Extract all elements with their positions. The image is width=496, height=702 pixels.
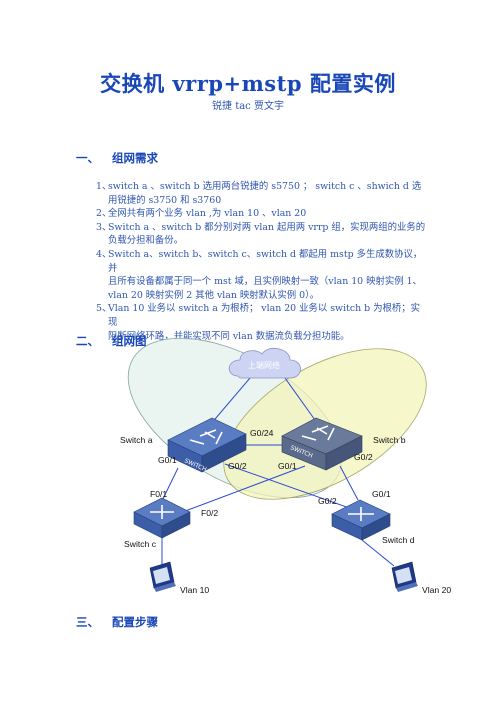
link-b-c xyxy=(179,465,306,514)
requirement-number: 1、 xyxy=(96,181,112,192)
switch-b-icon xyxy=(281,417,363,471)
switch-c-icon xyxy=(133,497,191,539)
section-heading-config: 三、 配置步骤 xyxy=(76,614,158,630)
port-label-b-g02: G0/2 xyxy=(354,452,373,462)
requirement-item: 5、 Vlan 10 业务以 switch a 为根桥； vlan 20 业务以… xyxy=(96,302,426,343)
requirement-line: Vlan 10 业务以 switch a 为根桥； vlan 20 业务以 sw… xyxy=(108,303,420,328)
port-label-b-g01: G0/1 xyxy=(278,461,297,471)
port-label-a-g02: G0/2 xyxy=(228,461,247,471)
port-label-c-f02: F0/2 xyxy=(201,508,218,518)
section-heading-topology: 二、 组网图 xyxy=(76,333,147,349)
requirements-list: 1、 switch a 、switch b 选用两台锐捷的 s5750 ； sw… xyxy=(96,180,426,343)
switch-d-label: Switch d xyxy=(382,535,415,545)
section-heading-requirements: 一、 组网需求 xyxy=(76,150,158,166)
network-links xyxy=(159,377,395,567)
requirement-line: 阻断网络环路，并能实现不同 vlan 数据流负载分担功能。 xyxy=(108,330,350,342)
vlan10-host-label: Vlan 10 xyxy=(180,585,209,595)
requirement-line: 负载分担和备份。 xyxy=(108,235,184,247)
switch-c-label: Switch c xyxy=(124,539,157,549)
port-label-d-g02: G0/2 xyxy=(318,496,337,506)
link-d-host xyxy=(361,539,395,567)
port-label-a-g024: G0/24 xyxy=(250,428,274,438)
requirement-line: 全网共有两个业务 vlan ,为 vlan 10 、vlan 20 xyxy=(108,208,307,220)
page-title: 交换机 vrrp+mstp 配置实例 xyxy=(100,71,396,96)
requirement-text: switch a 、switch b 选用两台锐捷的 s5750 ； switc… xyxy=(108,180,426,207)
requirement-text: Vlan 10 业务以 switch a 为根桥； vlan 20 业务以 sw… xyxy=(108,302,426,343)
requirement-line: Switch a、switch b、switch c、switch d 都起用 … xyxy=(108,248,423,274)
section-title: 组网图 xyxy=(112,334,147,348)
cloud-icon xyxy=(228,347,301,379)
requirement-line: 且所有设备都属于同一个 mst 域，且实例映射一致（vlan 10 映射实例 1… xyxy=(108,276,422,288)
requirement-number: 2、 xyxy=(96,208,112,220)
requirement-number: 5、 xyxy=(96,303,112,315)
section-number: 二、 xyxy=(76,334,99,348)
vlan20-host-label: Vlan 20 xyxy=(422,585,451,595)
vlan10-host-icon xyxy=(149,561,176,592)
vlan20-host-icon xyxy=(391,561,418,592)
section-number: 一、 xyxy=(76,151,99,165)
requirement-line: Switch a 、switch b 都分别对两 vlan 起用两 vrrp 组… xyxy=(108,221,426,233)
requirement-line: vlan 20 映射实例 2 其他 vlan 映射默认实例 0）。 xyxy=(108,289,320,301)
link-a-d xyxy=(224,463,356,511)
cloud-label: 上端网络 xyxy=(248,360,280,370)
section-title: 组网需求 xyxy=(112,151,159,165)
requirement-number: 4、 xyxy=(96,248,112,260)
section-number: 三、 xyxy=(76,615,99,629)
requirement-number: 3、 xyxy=(96,221,112,233)
switch-a-icon xyxy=(167,417,247,473)
requirement-text: Switch a 、switch b 都分别对两 vlan 起用两 vrrp 组… xyxy=(108,221,426,248)
requirement-item: 1、 switch a 、switch b 选用两台锐捷的 s5750 ； sw… xyxy=(96,180,426,207)
switch-d-icon xyxy=(331,499,391,541)
section-title: 配置步骤 xyxy=(112,615,159,629)
port-label-a-g01: G0/1 xyxy=(158,455,177,465)
requirement-line: switch a 、switch b 选用两台锐捷的 s5750 ； switc… xyxy=(108,181,422,192)
requirement-line: 用锐捷的 s3750 和 s3760 xyxy=(108,194,222,206)
port-label-c-f01: F0/1 xyxy=(150,489,167,499)
switch-a-label: Switch a xyxy=(120,435,153,445)
requirement-item: 4、 Switch a、switch b、switch c、switch d 都… xyxy=(96,248,426,302)
page-subtitle: 锐捷 tac 贾文宇 xyxy=(212,101,284,112)
port-label-d-g01: G0/1 xyxy=(372,489,391,499)
requirement-text: Switch a、switch b、switch c、switch d 都起用 … xyxy=(108,248,426,302)
requirement-item: 3、 Switch a 、switch b 都分别对两 vlan 起用两 vrr… xyxy=(96,221,426,248)
link-b-d xyxy=(339,465,359,501)
switch-b-label: Switch b xyxy=(373,435,406,445)
requirement-text: 全网共有两个业务 vlan ,为 vlan 10 、vlan 20 xyxy=(108,207,426,221)
requirement-item: 2、 全网共有两个业务 vlan ,为 vlan 10 、vlan 20 xyxy=(96,207,426,221)
